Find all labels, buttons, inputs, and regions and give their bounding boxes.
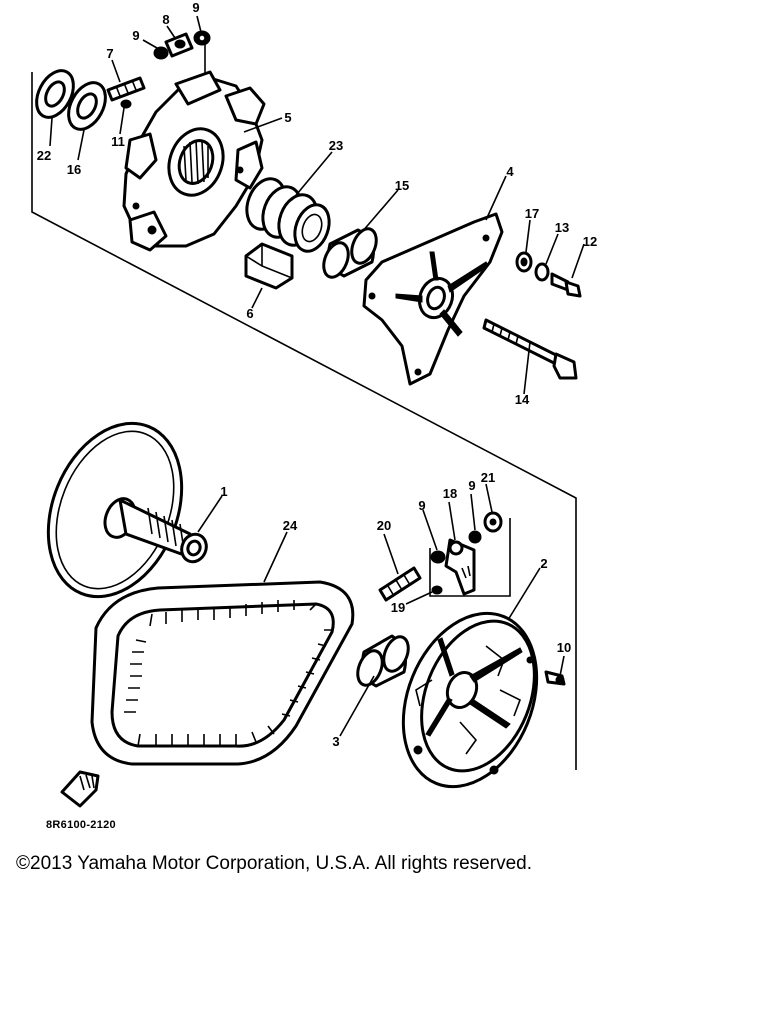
callout-20: 20 [377, 518, 391, 533]
nut-9-lower-right [468, 530, 482, 544]
callout-21: 21 [481, 470, 495, 485]
spider-hub-5 [122, 70, 266, 252]
washer-17 [515, 251, 533, 273]
callout-8: 8 [162, 12, 169, 27]
callout-14: 14 [515, 392, 530, 407]
rivet-19 [431, 585, 443, 595]
washer-16 [67, 81, 107, 131]
screw-10 [544, 670, 566, 686]
drawing-code: 8R6100-2120 [46, 819, 116, 831]
belt-24 [90, 580, 355, 766]
callout-13: 13 [555, 220, 569, 235]
bolt-8 [164, 32, 194, 58]
washer-22 [35, 69, 75, 119]
nut-9-lower-left [430, 550, 446, 564]
callout-2: 2 [540, 556, 547, 571]
callout-1: 1 [220, 484, 227, 499]
cover-plate-4 [362, 212, 504, 386]
callout-3: 3 [332, 734, 339, 749]
callout-9c: 9 [418, 498, 425, 513]
lockwasher-13 [534, 262, 550, 282]
nut-9-left [153, 46, 169, 60]
callout-16: 16 [67, 162, 81, 177]
callout-19: 19 [391, 600, 405, 615]
bushing-15 [322, 227, 378, 279]
callout-15: 15 [395, 178, 409, 193]
callout-7: 7 [106, 46, 113, 61]
spring-23 [245, 177, 331, 253]
pin-7 [106, 76, 146, 102]
callout-18: 18 [443, 486, 457, 501]
callout-6: 6 [246, 306, 253, 321]
copyright-notice: ©2013 Yamaha Motor Corporation, U.S.A. A… [16, 853, 532, 874]
callout-9d: 9 [468, 478, 475, 493]
fixed-sheave-1 [46, 421, 208, 599]
callout-11: 11 [111, 134, 125, 149]
washer-21 [483, 511, 503, 533]
callout-23: 23 [329, 138, 343, 153]
callout-5: 5 [284, 110, 291, 125]
callout-22: 22 [37, 148, 51, 163]
lower-arm-outline [429, 518, 511, 597]
slider-block-6 [244, 242, 294, 290]
callout-4: 4 [506, 164, 514, 179]
nut-9-top [193, 30, 211, 46]
direction-arrow-icon [60, 770, 100, 808]
callout-9a: 9 [192, 0, 199, 15]
long-bolt-14 [482, 318, 578, 380]
callout-17: 17 [525, 206, 539, 221]
weight-arm-18 [444, 538, 476, 596]
bolt-12 [550, 272, 582, 298]
callout-labels: 1 2 3 4 5 6 7 8 9 9 9 9 10 11 12 13 14 1… [37, 0, 597, 749]
movable-sheave-2 [401, 611, 539, 789]
callout-9b: 9 [132, 28, 139, 43]
callout-12: 12 [583, 234, 597, 249]
leader-lines [49, 15, 585, 737]
screw-11 [120, 99, 132, 109]
pin-20 [378, 566, 422, 602]
bushing-3 [356, 634, 410, 688]
callout-24: 24 [283, 518, 298, 533]
callout-10: 10 [557, 640, 571, 655]
